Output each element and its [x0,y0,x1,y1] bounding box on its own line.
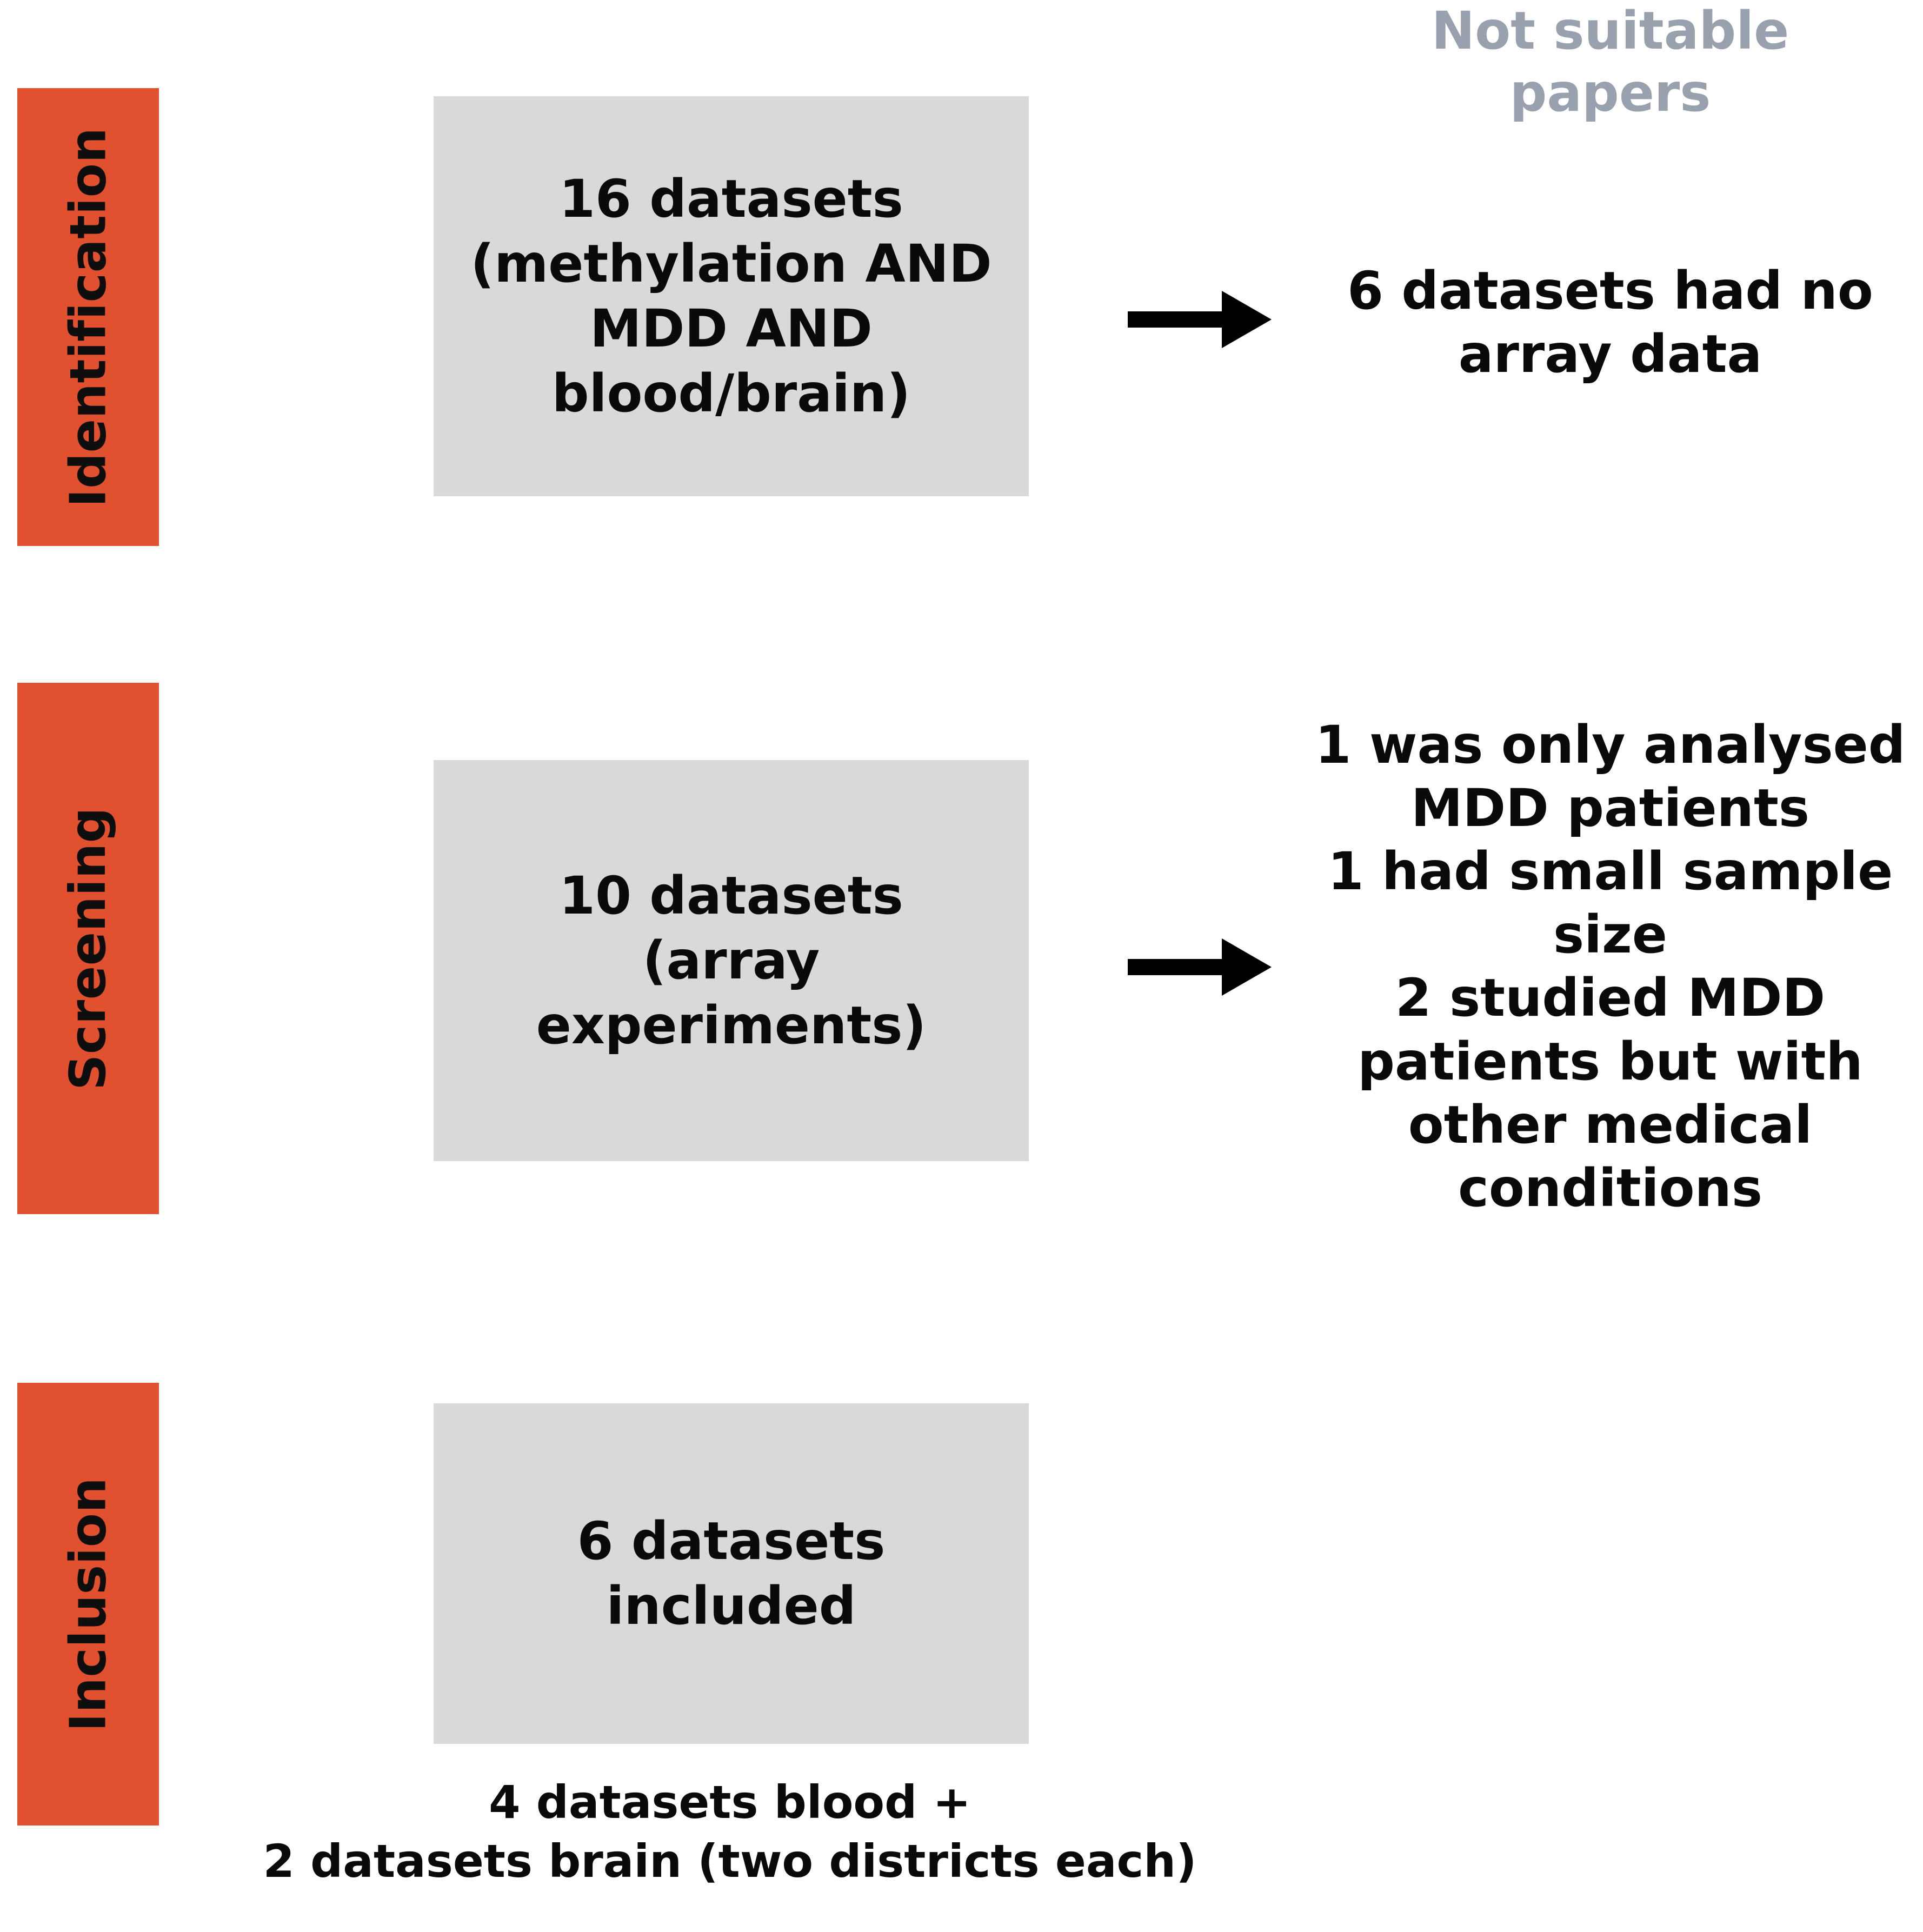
right-arrow-icon [1124,281,1276,357]
flow-box-inclusion-text: 6 datasets included [577,1511,886,1636]
exclusion-reason-identification-text: 6 datasets had no array data [1347,261,1873,385]
stage-bar-screening: Screening [17,683,159,1214]
flow-box-inclusion: 6 datasets included [434,1403,1029,1744]
right-arrow-icon [1124,929,1276,1004]
flow-box-identification-text: 16 datasets (methylation AND MDD AND blo… [470,169,992,424]
exclusion-reason-screening-text: 1 was only analysed MDD patients 1 had s… [1315,715,1906,1218]
flow-box-identification: 16 datasets (methylation AND MDD AND blo… [434,96,1029,496]
exclusion-column-heading-block: Not suitable papers [1297,0,1923,124]
flow-box-screening: 10 datasets (array experiments) [434,760,1029,1161]
stage-label-inclusion: Inclusion [59,1477,117,1731]
flow-box-screening-text: 10 datasets (array experiments) [536,865,927,1056]
stage-label-screening: Screening [59,807,117,1090]
stage-bar-identification: Identification [17,88,159,546]
exclusion-reason-screening: 1 was only analysed MDD patients 1 had s… [1297,714,1923,1220]
inclusion-footnote: 4 datasets blood + 2 datasets brain (two… [263,1776,1197,1888]
exclusion-column-heading: Not suitable papers [1431,1,1789,124]
stage-bar-inclusion: Inclusion [17,1383,159,1826]
exclusion-reason-identification: 6 datasets had no array data [1297,259,1923,386]
stage-label-identification: Identification [59,127,117,507]
